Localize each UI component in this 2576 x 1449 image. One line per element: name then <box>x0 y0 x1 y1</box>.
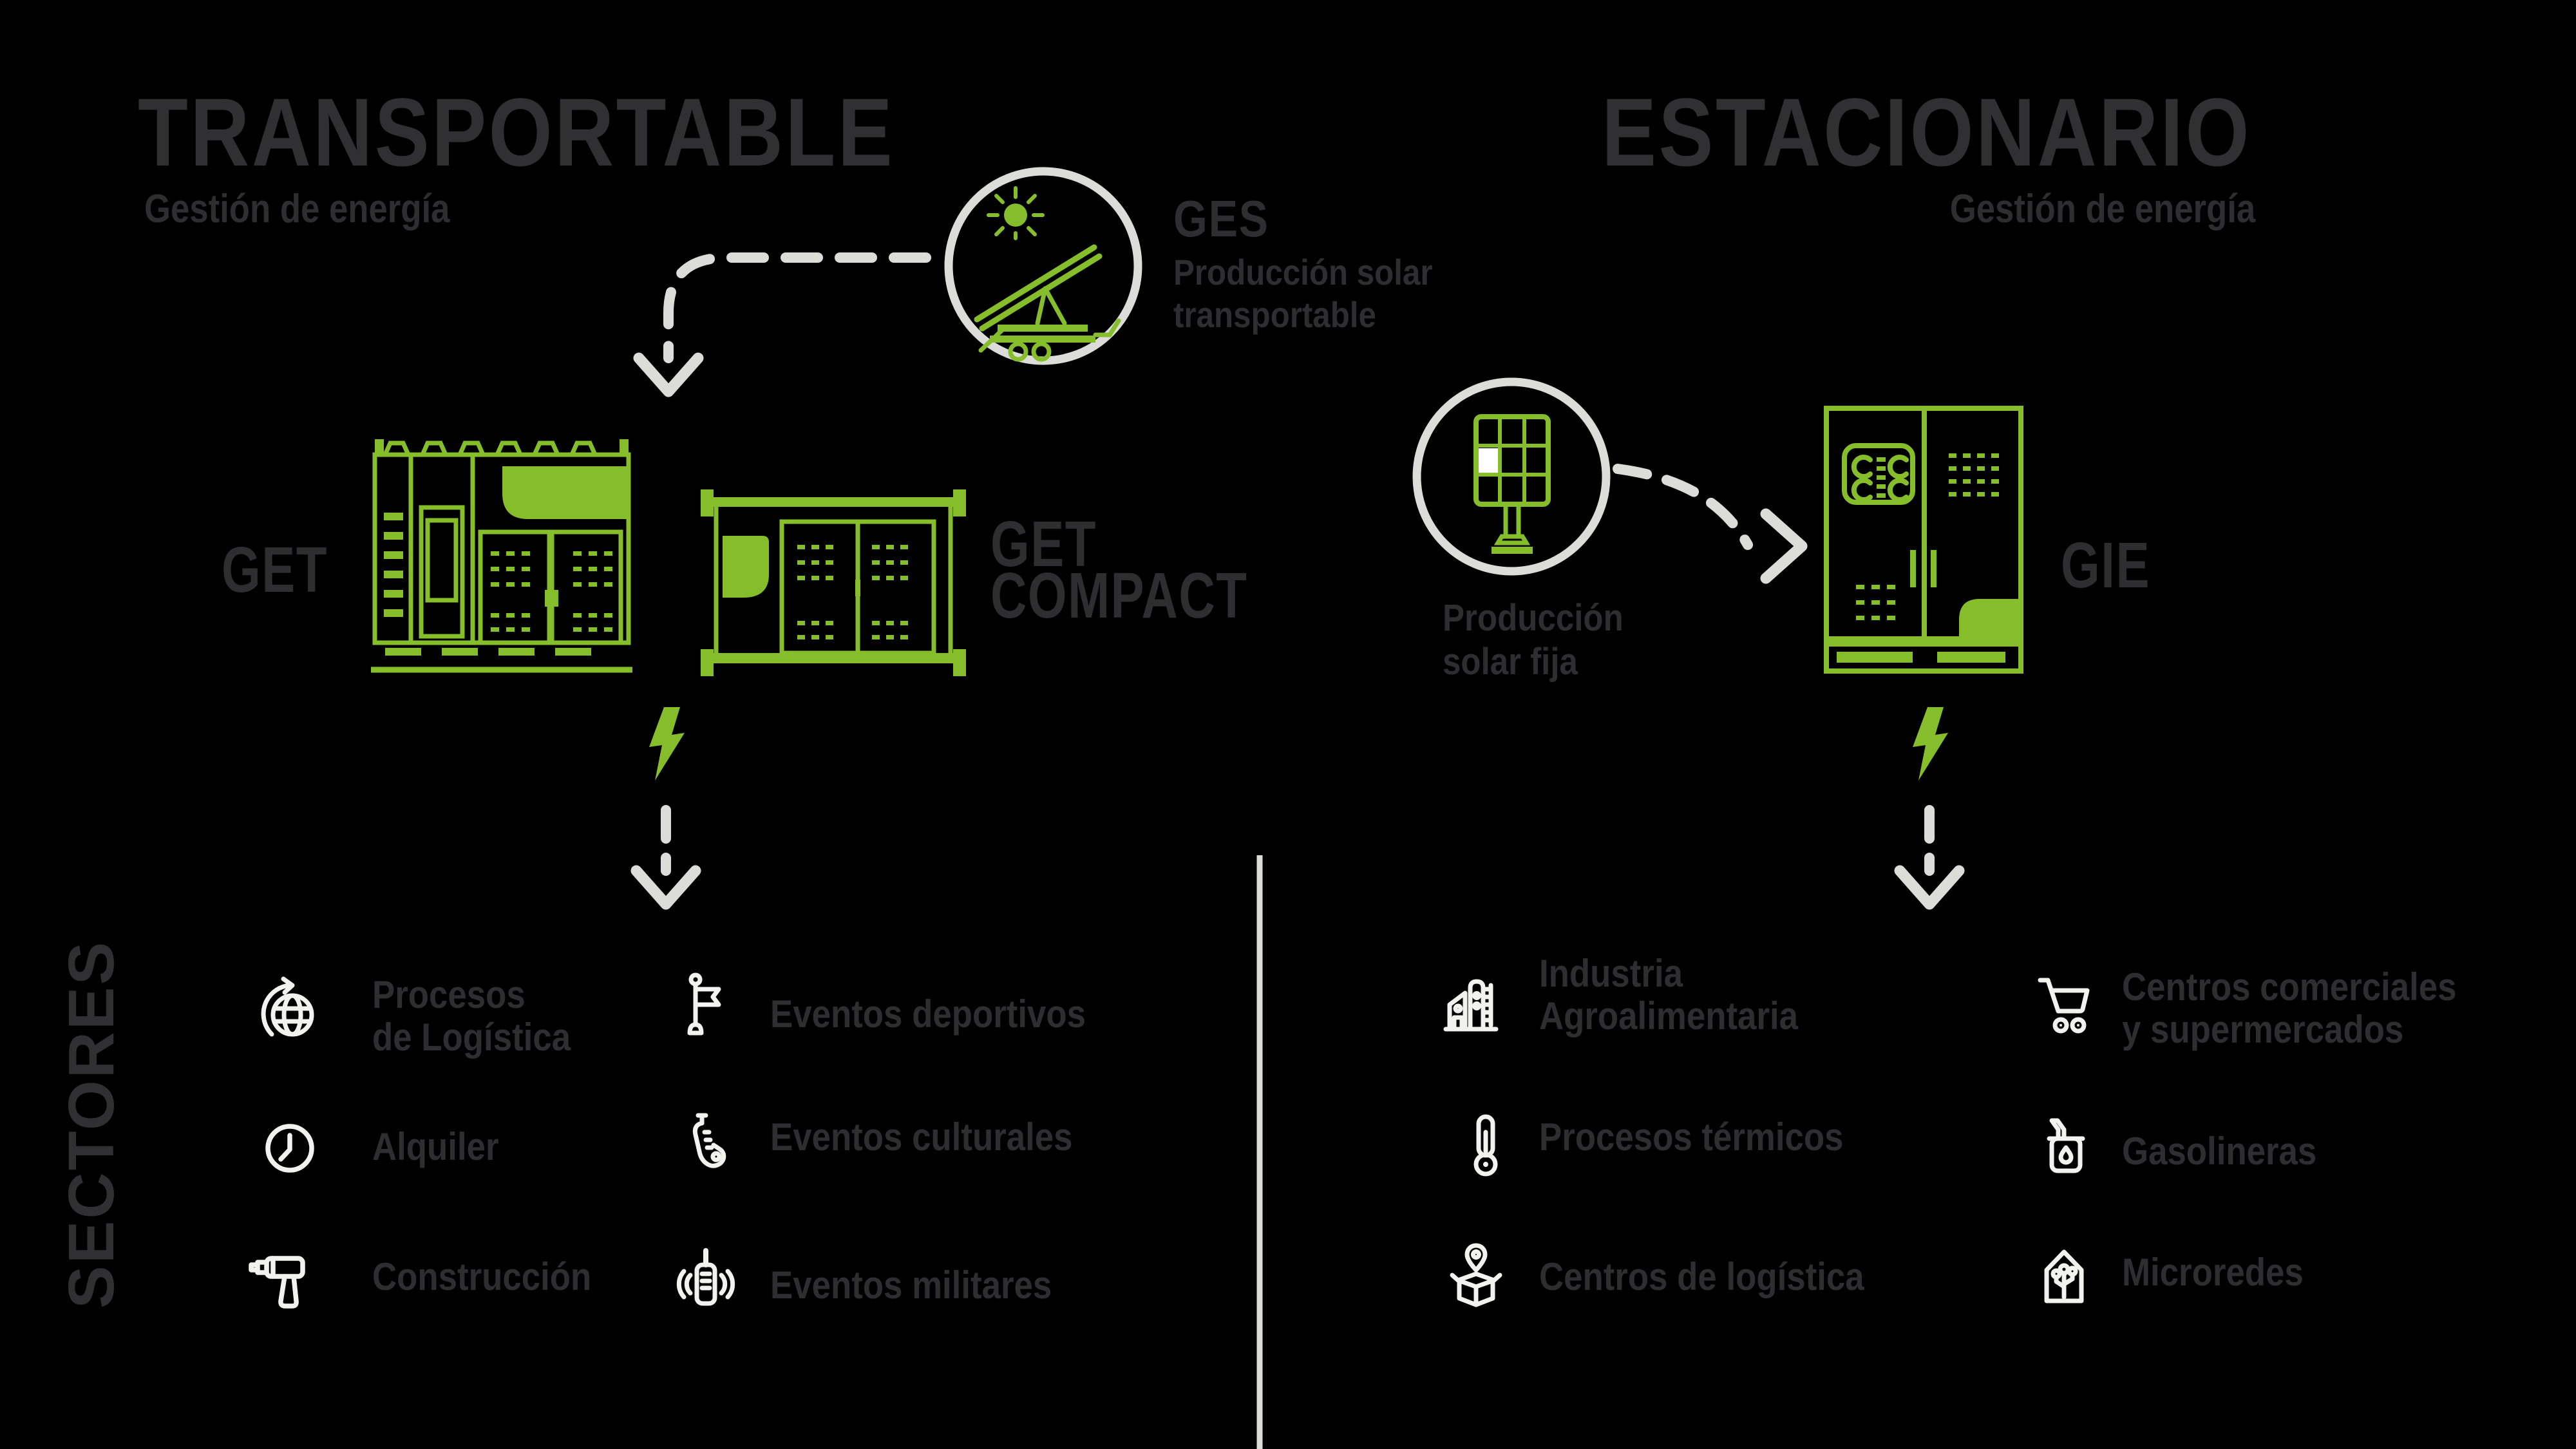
get-compact-machine-illustration <box>701 489 966 676</box>
clock-icon <box>252 1112 323 1182</box>
sector-label-industria-agroalimentaria: Industria Agroalimentaria <box>1539 952 1798 1037</box>
get-machine-illustration <box>371 439 632 673</box>
ges-solar-trailer-icon <box>944 167 1142 365</box>
fixed-solar-panel-icon <box>1412 377 1611 576</box>
lightning-bolt-left-icon <box>649 707 685 781</box>
sector-label-centros-comerciales: Centros comerciales y supermercados <box>2122 965 2457 1051</box>
ges-label: GES <box>1173 190 1269 247</box>
agro-industry-icon <box>1441 966 1511 1037</box>
sector-label-microredes: Microredes <box>2122 1251 2304 1294</box>
globe-logistics-icon <box>252 975 323 1046</box>
microgrid-icon <box>2029 1238 2099 1309</box>
drill-icon <box>245 1243 322 1314</box>
fixed-solar-description: Producción solar fija <box>1443 597 1624 683</box>
transportable-title: TRANSPORTABLE <box>138 78 895 186</box>
fuel-pump-icon <box>2029 1110 2099 1181</box>
gie-to-sectors-arrow <box>1894 805 1965 910</box>
get-label: GET <box>222 534 328 606</box>
lightning-bolt-right-icon <box>1913 707 1948 781</box>
gie-label: GIE <box>2061 529 2151 601</box>
solar-to-gie-arrow <box>1613 464 1808 584</box>
get-to-sectors-arrow <box>630 805 701 910</box>
sector-label-alquiler: Alquiler <box>372 1125 499 1168</box>
sector-label-centros-logistica: Centros de logística <box>1539 1255 1864 1298</box>
sector-label-gasolineras: Gasolineras <box>2122 1130 2317 1173</box>
saxophone-icon <box>668 1108 739 1179</box>
sector-label-eventos-deportivos: Eventos deportivos <box>770 992 1086 1036</box>
sector-label-procesos-termicos: Procesos térmicos <box>1539 1115 1844 1159</box>
estacionario-title: ESTACIONARIO <box>1602 78 2251 186</box>
sector-label-eventos-culturales: Eventos culturales <box>770 1115 1073 1159</box>
sector-label-eventos-militares: Eventos militares <box>770 1264 1052 1307</box>
walkie-talkie-icon <box>668 1245 739 1316</box>
sector-label-procesos-logistica: Procesos de Logística <box>372 973 571 1059</box>
get-compact-label: GET COMPACT <box>990 508 1248 632</box>
ges-description: Producción solar transportable <box>1173 252 1433 335</box>
estacionario-subtitle: Gestión de energía <box>1949 187 2255 231</box>
transportable-subtitle: Gestión de energía <box>144 187 450 231</box>
sector-label-construccion: Construcción <box>372 1255 592 1298</box>
ges-to-get-arrow <box>633 252 931 397</box>
thermometer-icon <box>1449 1110 1520 1181</box>
gie-machine-illustration <box>1824 406 2023 674</box>
sectores-heading: SECTORES <box>55 940 128 1309</box>
shopping-cart-icon <box>2029 970 2099 1041</box>
sports-flag-icon <box>668 970 739 1041</box>
logistics-box-icon <box>1441 1242 1511 1312</box>
